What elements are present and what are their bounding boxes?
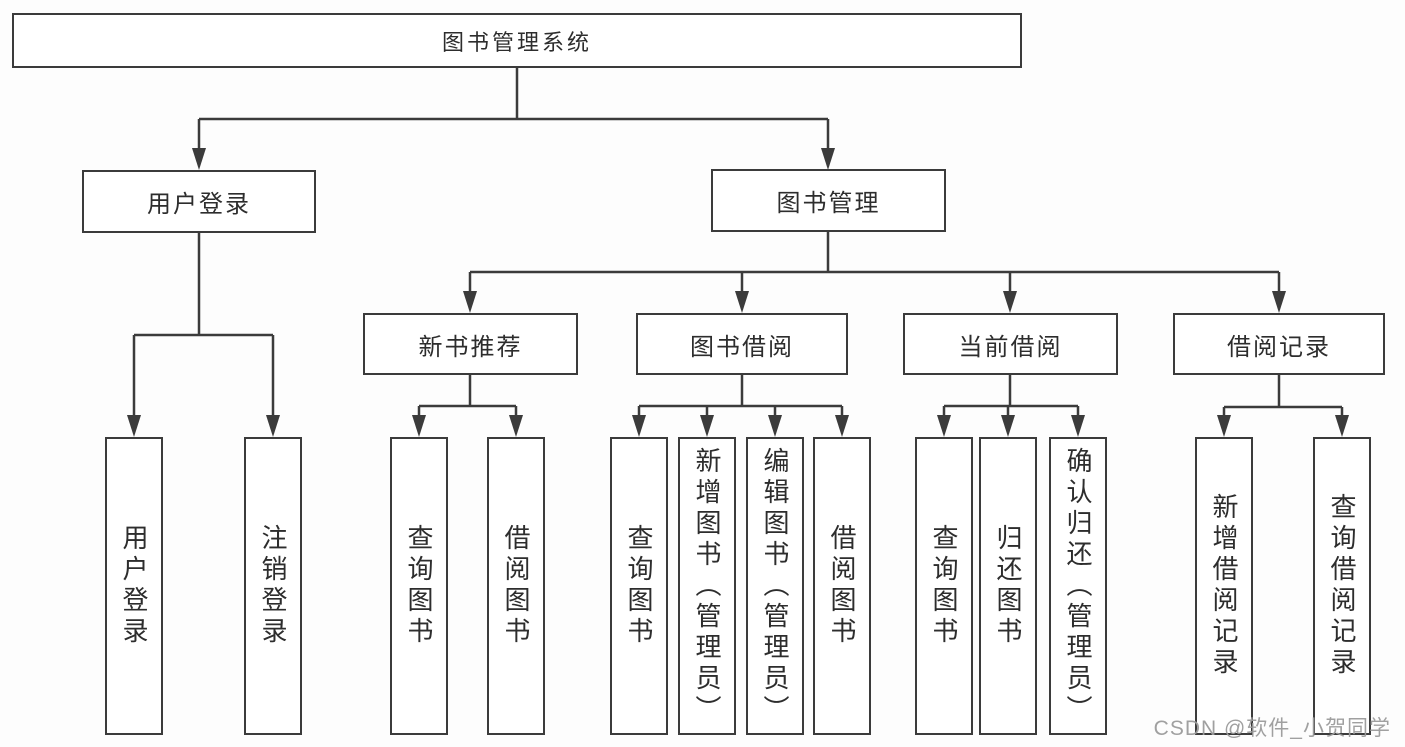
node-current-borrow: 当前借阅 <box>903 313 1118 375</box>
arrowhead <box>127 415 141 437</box>
leaf-current-query-books: 查询图书 <box>915 437 973 735</box>
leaf-borrow-add-books-admin: 新增图书（管理员） <box>678 437 736 735</box>
leaf-current-return-books: 归还图书 <box>979 437 1037 735</box>
node-book-borrow-label: 图书借阅 <box>690 333 794 361</box>
arrowhead <box>192 148 206 170</box>
edge-line <box>132 233 275 419</box>
edge-line <box>468 232 1281 295</box>
node-new-book-recommend: 新书推荐 <box>363 313 578 375</box>
leaf-current-query-books-label: 查询图书 <box>929 524 959 648</box>
arrowhead <box>735 291 749 313</box>
arrowhead <box>412 415 426 437</box>
leaf-borrow-borrow-books-label: 借阅图书 <box>827 524 857 648</box>
node-user-login-label: 用户登录 <box>147 191 251 218</box>
node-book-borrow: 图书借阅 <box>636 313 848 375</box>
node-root-system-label: 图书管理系统 <box>441 29 592 55</box>
arrowhead <box>1003 291 1017 313</box>
node-root-system: 图书管理系统 <box>12 13 1022 68</box>
arrowhead <box>509 415 523 437</box>
connector-lines <box>132 68 1344 419</box>
leaf-records-add-record: 新增借阅记录 <box>1195 437 1253 735</box>
leaf-current-confirm-return-admin: 确认归还（管理员） <box>1049 437 1107 735</box>
csdn-watermark: CSDN @软件_小贺同学 <box>1153 717 1391 740</box>
leaf-borrow-query-books: 查询图书 <box>610 437 668 735</box>
leaf-borrow-edit-books-admin-label: 编辑图书（管理员） <box>760 446 790 726</box>
node-new-book-recommend-label: 新书推荐 <box>418 333 523 361</box>
node-book-management: 图书管理 <box>711 169 946 232</box>
leaf-borrow-edit-books-admin: 编辑图书（管理员） <box>746 437 804 735</box>
node-borrow-records-label: 借阅记录 <box>1227 333 1331 361</box>
edge-line <box>197 68 830 152</box>
arrowhead <box>1217 415 1231 437</box>
node-user-login: 用户登录 <box>82 170 316 233</box>
arrowhead <box>821 148 835 170</box>
leaf-records-query-record: 查询借阅记录 <box>1313 437 1371 735</box>
arrowhead <box>700 415 714 437</box>
arrowhead <box>768 415 782 437</box>
leaf-current-return-books-label: 归还图书 <box>993 524 1023 648</box>
edge-line <box>417 375 518 419</box>
edge-line <box>637 375 844 419</box>
edge-line <box>942 375 1080 419</box>
leaf-newbook-borrow-books: 借阅图书 <box>487 437 545 735</box>
arrowhead <box>1071 415 1085 437</box>
leaf-records-query-record-label: 查询借阅记录 <box>1327 493 1357 679</box>
node-current-borrow-label: 当前借阅 <box>958 333 1063 361</box>
arrowhead <box>632 415 646 437</box>
leaf-user-login-label: 用户登录 <box>119 524 149 648</box>
leaf-borrow-borrow-books: 借阅图书 <box>813 437 871 735</box>
arrowhead <box>463 291 477 313</box>
arrowhead <box>937 415 951 437</box>
edge-line <box>1222 375 1344 419</box>
leaf-newbook-borrow-books-label: 借阅图书 <box>501 524 531 648</box>
leaf-logout-label: 注销登录 <box>258 524 288 648</box>
arrowheads <box>127 148 1349 437</box>
arrowhead <box>1001 415 1015 437</box>
arrowhead <box>1272 291 1286 313</box>
arrowhead <box>266 415 280 437</box>
leaf-borrow-add-books-admin-label: 新增图书（管理员） <box>692 446 722 726</box>
leaf-borrow-query-books-label: 查询图书 <box>624 524 654 648</box>
leaf-records-add-record-label: 新增借阅记录 <box>1209 493 1239 679</box>
node-borrow-records: 借阅记录 <box>1173 313 1385 375</box>
node-book-management-label: 图书管理 <box>776 190 881 217</box>
arrowhead <box>835 415 849 437</box>
leaf-logout: 注销登录 <box>244 437 302 735</box>
leaf-newbook-query-books-label: 查询图书 <box>404 524 434 648</box>
leaf-user-login: 用户登录 <box>105 437 163 735</box>
leaf-current-confirm-return-admin-label: 确认归还（管理员） <box>1063 446 1093 726</box>
leaf-newbook-query-books: 查询图书 <box>390 437 448 735</box>
arrowhead <box>1335 415 1349 437</box>
